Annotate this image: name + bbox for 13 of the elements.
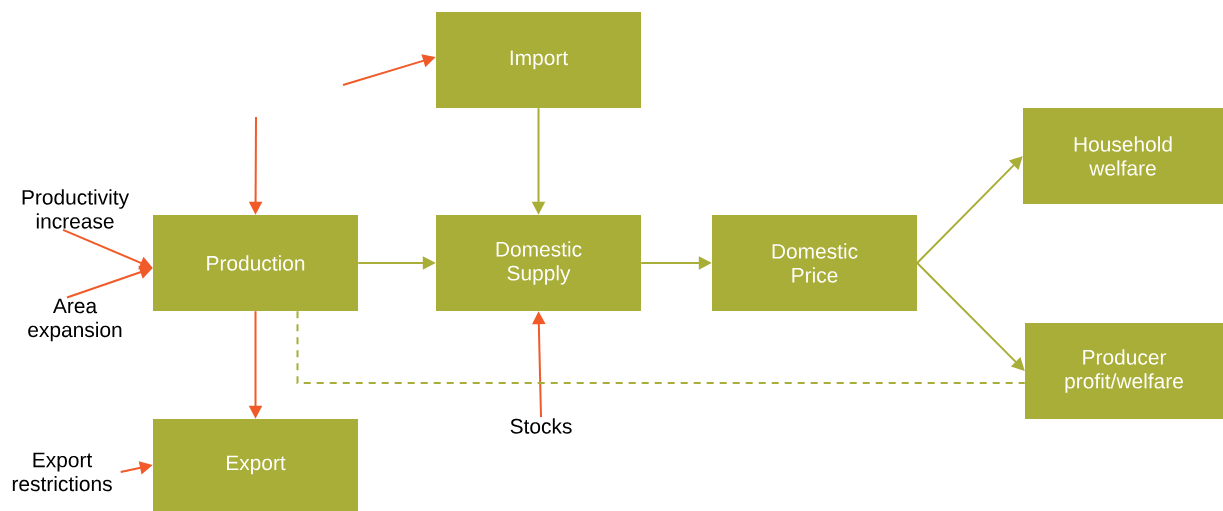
factor-label: Export restrictions — [12, 452, 112, 492]
process-box: Producer profit/welfare — [1025, 323, 1223, 419]
factor-label: Stocks — [510, 418, 572, 434]
arrow — [916, 262, 1025, 371]
process-box: Import — [436, 12, 641, 108]
process-box: Export — [153, 419, 358, 511]
process-box: Domestic Supply — [436, 215, 641, 311]
arrow — [916, 156, 1023, 264]
process-box: Production — [153, 215, 358, 311]
process-box: Domestic Price — [712, 215, 917, 311]
process-box: Household welfare — [1023, 108, 1223, 204]
factor-label: Productivity increase — [22, 189, 130, 229]
factor-label: Area expansion — [28, 298, 122, 342]
